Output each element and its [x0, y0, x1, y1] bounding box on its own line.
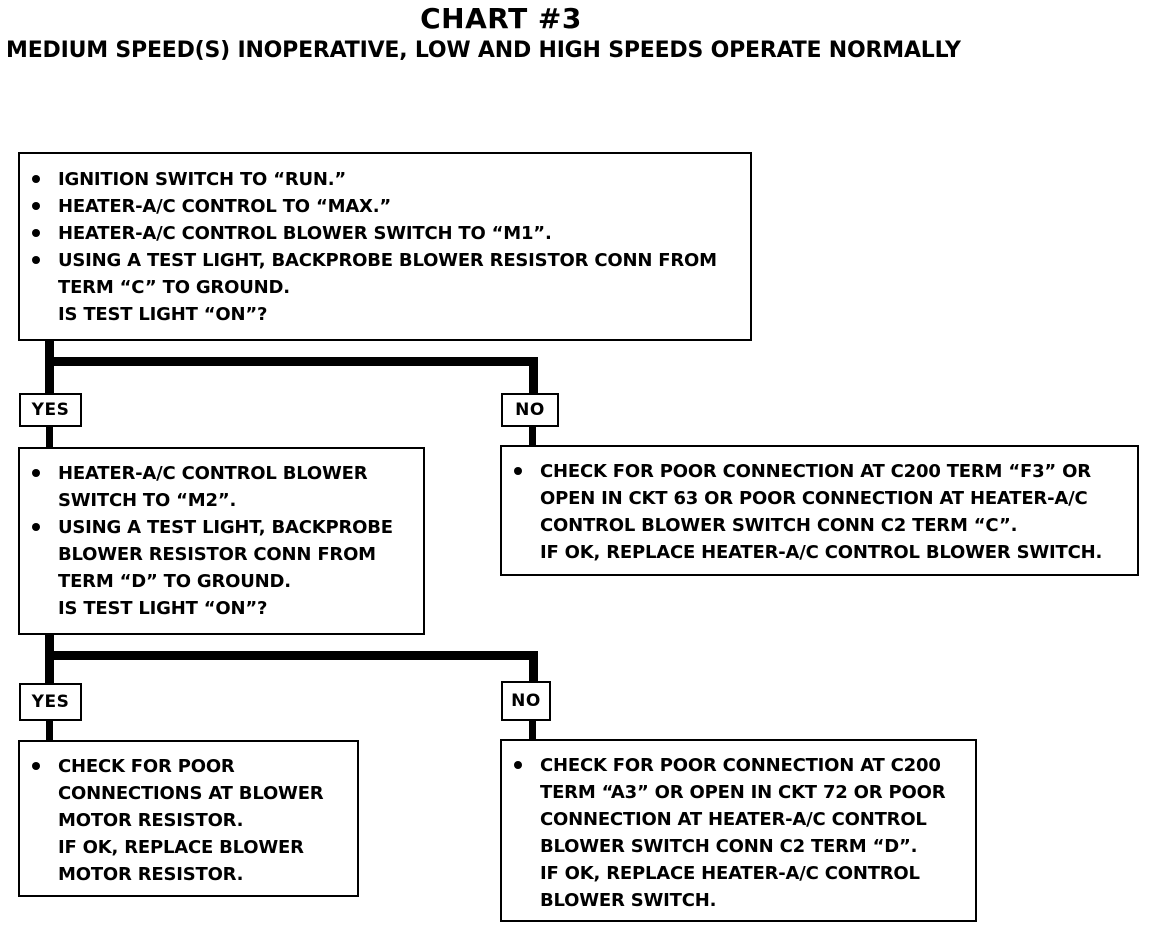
- connector-line: [529, 651, 538, 683]
- connector-line: [529, 425, 536, 447]
- step2-no-box: CHECK FOR POOR CONNECTION AT C200 TERM “…: [500, 445, 1139, 576]
- step1-item: IGNITION SWITCH TO “RUN.”: [20, 166, 742, 193]
- yes-label-2: YES: [19, 683, 82, 721]
- step3-no-note: IF OK, REPLACE HEATER-A/C CONTROL BLOWER…: [540, 863, 920, 911]
- yes-label-1: YES: [19, 393, 82, 427]
- step3-yes-box: CHECK FOR POOR CONNECTIONS AT BLOWER MOT…: [18, 740, 359, 897]
- step3-yes-note: IF OK, REPLACE BLOWER MOTOR RESISTOR.: [58, 837, 304, 885]
- connector-line: [529, 357, 538, 397]
- connector-line: [46, 719, 53, 743]
- connector-line: [45, 651, 538, 660]
- connector-line: [46, 425, 53, 449]
- step2-yes-question: IS TEST LIGHT “ON”?: [58, 598, 268, 619]
- step1-item: USING A TEST LIGHT, BACKPROBE BLOWER RES…: [20, 247, 742, 301]
- step3-no-box: CHECK FOR POOR CONNECTION AT C200 TERM “…: [500, 739, 977, 922]
- step3-no-item: CHECK FOR POOR CONNECTION AT C200 TERM “…: [502, 752, 969, 860]
- step1-item: HEATER-A/C CONTROL BLOWER SWITCH TO “M1”…: [20, 220, 742, 247]
- connector-line: [45, 357, 538, 366]
- step2-yes-item: USING A TEST LIGHT, BACKPROBE BLOWER RES…: [20, 514, 417, 595]
- connector-line: [45, 339, 54, 397]
- step2-no-note: IF OK, REPLACE HEATER-A/C CONTROL BLOWER…: [540, 542, 1103, 563]
- connector-line: [529, 719, 536, 741]
- chart-subtitle: MEDIUM SPEED(S) INOPERATIVE, LOW AND HIG…: [6, 38, 961, 63]
- step2-no-item: CHECK FOR POOR CONNECTION AT C200 TERM “…: [502, 458, 1131, 539]
- chart-title: CHART #3: [420, 2, 582, 35]
- step1-box: IGNITION SWITCH TO “RUN.” HEATER-A/C CON…: [18, 152, 752, 341]
- step1-question: IS TEST LIGHT “ON”?: [58, 304, 268, 325]
- step2-yes-box: HEATER-A/C CONTROL BLOWER SWITCH TO “M2”…: [18, 447, 425, 635]
- step3-yes-item: CHECK FOR POOR CONNECTIONS AT BLOWER MOT…: [20, 753, 351, 834]
- step2-yes-item: HEATER-A/C CONTROL BLOWER SWITCH TO “M2”…: [20, 460, 417, 514]
- no-label-2: NO: [501, 681, 551, 721]
- no-label-1: NO: [501, 393, 559, 427]
- step1-item: HEATER-A/C CONTROL TO “MAX.”: [20, 193, 742, 220]
